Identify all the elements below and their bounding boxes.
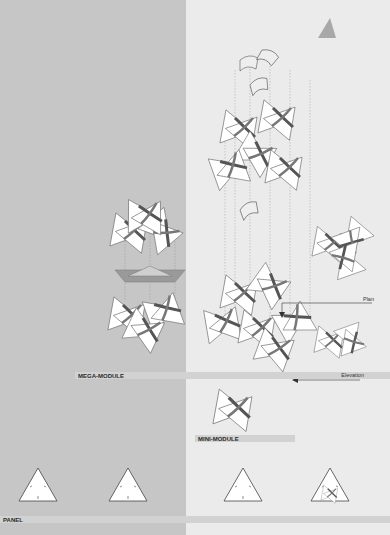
section-band: PANEL: [0, 516, 390, 523]
view-label: Elevation: [341, 373, 364, 379]
section-band: MINI-MODULE: [195, 435, 295, 442]
section-title: MINI-MODULE: [198, 436, 239, 442]
section-title: PANEL: [3, 517, 23, 523]
section-title: MEGA-MODULE: [78, 373, 124, 379]
view-label: Plan: [363, 297, 374, 303]
